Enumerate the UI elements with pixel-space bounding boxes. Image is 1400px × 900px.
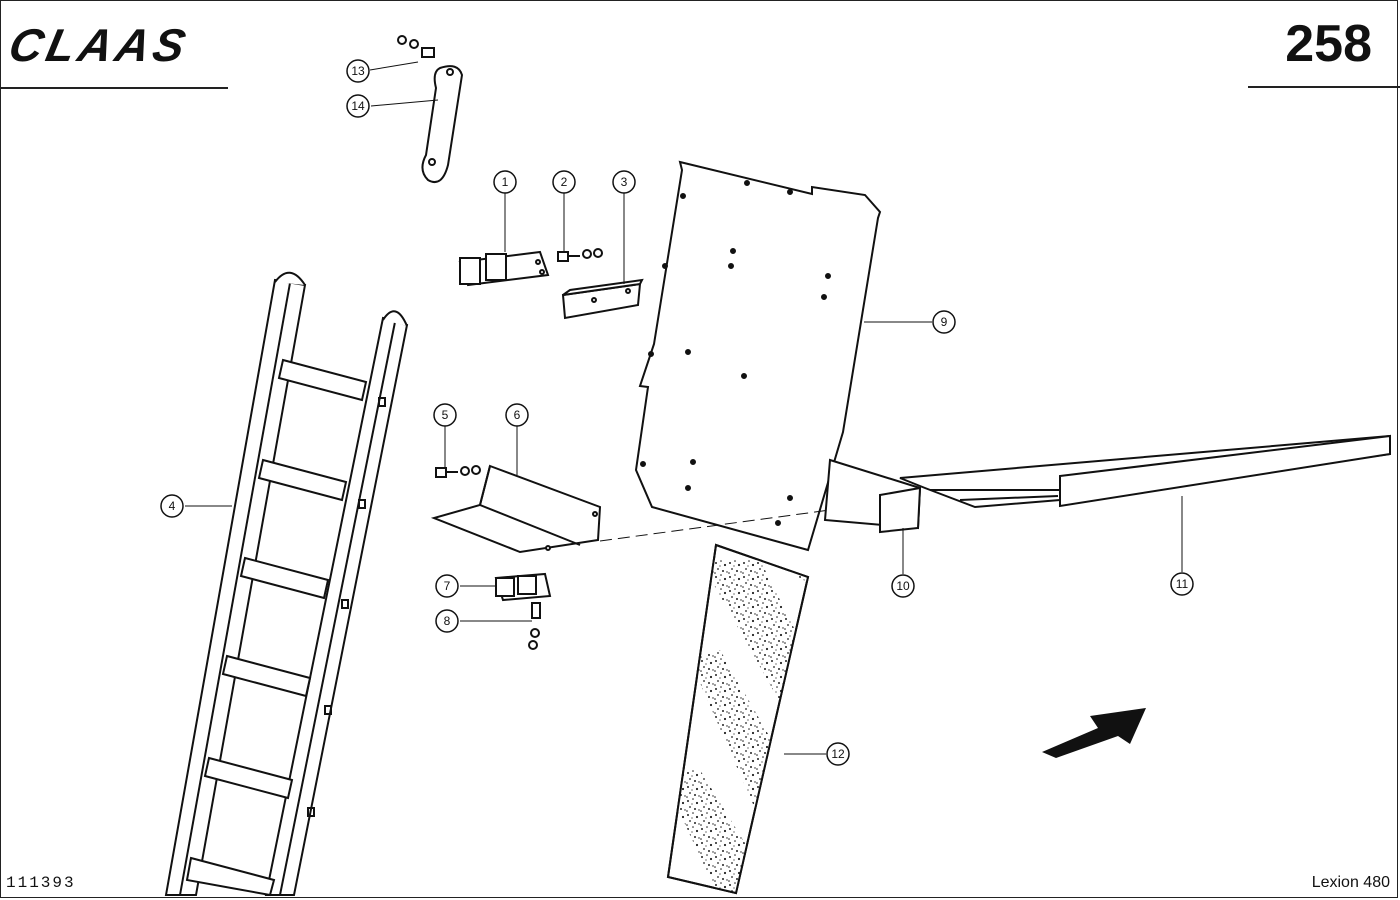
svg-text:8: 8 — [444, 614, 451, 628]
svg-text:6: 6 — [514, 408, 521, 422]
header-rule-left — [0, 87, 228, 89]
callout-2: 2 — [552, 170, 576, 194]
callout-9: 9 — [932, 310, 956, 334]
clamp-part-7 — [494, 572, 552, 602]
callout-11: 11 — [1170, 572, 1194, 596]
callout-4: 4 — [160, 494, 184, 518]
svg-text:13: 13 — [351, 64, 365, 78]
ladder-rung — [203, 756, 294, 800]
svg-text:14: 14 — [351, 99, 365, 113]
callout-1: 1 — [493, 170, 517, 194]
warning-sign-part-12 — [666, 543, 810, 895]
ladder-rung — [221, 654, 312, 698]
page-number: 258 — [1285, 15, 1372, 73]
ladder-rung — [257, 458, 348, 502]
svg-text:12: 12 — [831, 747, 845, 761]
grab-handle — [397, 35, 464, 184]
svg-text:1: 1 — [502, 175, 509, 189]
ladder — [164, 271, 409, 897]
channel-part-3 — [561, 278, 644, 320]
callout-10: 10 — [891, 574, 915, 598]
callout-13: 13 — [346, 59, 370, 83]
svg-text:2: 2 — [561, 175, 568, 189]
callout-12: 12 — [826, 742, 850, 766]
bolt-part-8 — [528, 602, 541, 650]
bolt-part-5 — [435, 465, 481, 478]
callout-5: 5 — [433, 403, 457, 427]
svg-text:4: 4 — [169, 499, 176, 513]
bolt-part-2 — [557, 248, 603, 262]
beam-part-10-11 — [823, 434, 1391, 534]
side-panel-part-9 — [634, 160, 882, 552]
callout-7: 7 — [435, 574, 459, 598]
callout-14: 14 — [346, 94, 370, 118]
svg-text:3: 3 — [621, 175, 628, 189]
drawing-id: 111393 — [6, 874, 76, 892]
svg-text:5: 5 — [442, 408, 449, 422]
leader-lines — [185, 61, 1183, 755]
alignment-line — [599, 509, 831, 542]
header-rule-right — [1248, 86, 1400, 88]
ladder-rung — [185, 856, 276, 897]
svg-text:10: 10 — [896, 579, 910, 593]
callout-8: 8 — [435, 609, 459, 633]
svg-text:7: 7 — [444, 579, 451, 593]
plate-part-6 — [430, 464, 602, 554]
model-name: Lexion 480 — [1311, 874, 1390, 891]
direction-arrow-icon — [1042, 708, 1146, 758]
callout-6: 6 — [505, 403, 529, 427]
svg-text:11: 11 — [1176, 577, 1189, 591]
bracket-part-1 — [458, 250, 550, 287]
ladder-rung — [239, 556, 330, 600]
callout-3: 3 — [612, 170, 636, 194]
ladder-rung — [277, 358, 368, 402]
svg-text:9: 9 — [941, 315, 948, 329]
